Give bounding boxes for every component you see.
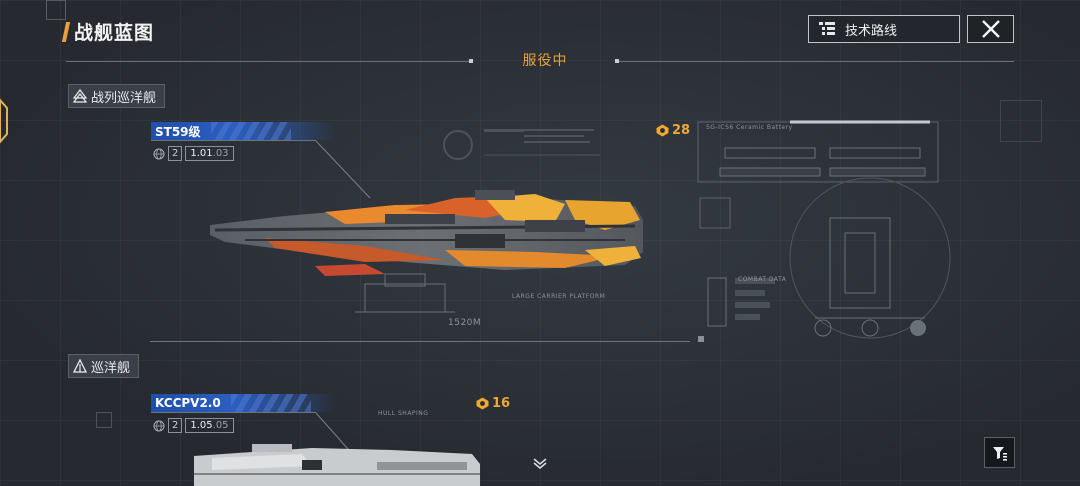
status-divider-right bbox=[619, 61, 1014, 62]
close-button[interactable] bbox=[967, 15, 1014, 43]
filter-icon bbox=[992, 446, 1007, 461]
blueprint-data-block bbox=[443, 129, 600, 160]
module-count: 2 bbox=[168, 418, 183, 433]
list-tree-icon bbox=[819, 22, 835, 35]
status-divider-left bbox=[66, 61, 471, 62]
blueprint-scale-end bbox=[698, 336, 704, 342]
blueprint-note: 1520M bbox=[448, 318, 482, 328]
title-accent-mark bbox=[61, 21, 71, 42]
globe-icon bbox=[153, 420, 165, 431]
cruiser-rank-icon bbox=[73, 359, 87, 373]
version-box: 1.05.05 bbox=[185, 418, 234, 433]
category-tag-cruiser: 巡洋舰 bbox=[68, 354, 140, 378]
status-divider-dot bbox=[469, 59, 473, 63]
coin-icon bbox=[656, 124, 669, 137]
blueprint-note: HULL SHAPING bbox=[378, 410, 429, 417]
ship-name: ST59级 bbox=[155, 124, 201, 139]
ship-cost: 16 bbox=[476, 396, 510, 411]
chevron-down-icon[interactable] bbox=[532, 457, 548, 469]
side-tab-handle[interactable] bbox=[0, 96, 10, 146]
blueprint-note: COMBAT DATA bbox=[738, 276, 787, 283]
blueprint-ship-outline bbox=[355, 273, 455, 313]
coin-icon bbox=[476, 397, 489, 410]
status-divider-dot bbox=[615, 59, 619, 63]
decor-square bbox=[96, 412, 112, 428]
close-icon bbox=[981, 20, 1000, 38]
blueprint-note: SG-ICS6 Ceramic Battery bbox=[706, 124, 793, 131]
filter-button[interactable] bbox=[984, 437, 1015, 468]
blueprint-schematic bbox=[697, 120, 951, 339]
tech-route-label: 技术路线 bbox=[845, 23, 898, 39]
module-count: 2 bbox=[168, 146, 183, 161]
tech-route-button[interactable]: 技术路线 bbox=[808, 15, 960, 43]
blueprint-note: LARGE CARRIER PLATFORM bbox=[512, 293, 606, 300]
ship-version-info: 2 1.05.05 bbox=[153, 418, 234, 433]
globe-icon bbox=[153, 148, 165, 159]
banner-stripes bbox=[210, 122, 291, 140]
ship-name-banner[interactable]: KCCPV2.0 bbox=[151, 394, 336, 412]
version-box: 1.01.03 bbox=[185, 146, 234, 161]
callout-line bbox=[315, 140, 371, 199]
ship-name-banner[interactable]: ST59级 bbox=[151, 122, 336, 140]
banner-stripes bbox=[230, 394, 311, 412]
battlecruiser-ship-image[interactable] bbox=[205, 190, 645, 280]
status-label: 服役中 bbox=[522, 53, 568, 69]
cruiser-ship-image[interactable] bbox=[192, 444, 482, 486]
decor-square bbox=[46, 0, 66, 20]
category-tag-battlecruiser: 战列巡洋舰 bbox=[68, 84, 166, 108]
decor-square bbox=[1000, 100, 1042, 142]
banner-underline bbox=[151, 140, 316, 141]
ship-version-info: 2 1.01.03 bbox=[153, 146, 234, 161]
ship-name: KCCPV2.0 bbox=[155, 396, 221, 410]
blueprint-scale-line bbox=[150, 341, 690, 342]
page-title: 战舰蓝图 bbox=[61, 18, 154, 45]
banner-underline bbox=[151, 412, 316, 413]
battlecruiser-rank-icon bbox=[73, 89, 87, 103]
ship-cost: 28 bbox=[656, 123, 690, 138]
